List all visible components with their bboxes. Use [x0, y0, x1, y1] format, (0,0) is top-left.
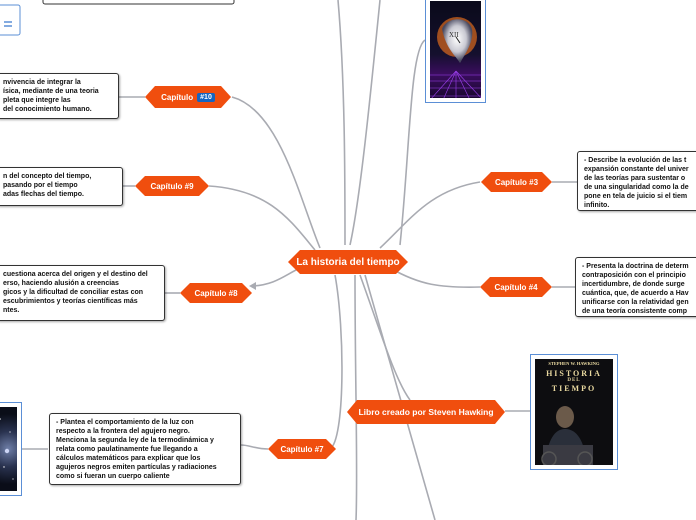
chapter-10-note: nvivencia de integrar la ísica, mediante…: [0, 73, 119, 119]
chapter-9-node[interactable]: Capítulo #9: [135, 176, 209, 196]
chapter-8-label: Capítulo #8: [194, 288, 238, 298]
chapter-7-note: - Plantea el comportamiento de la luz co…: [49, 413, 241, 485]
chapter-7-label: Capítulo #7: [280, 444, 324, 454]
chapter-3-node[interactable]: Capítulo #3: [481, 172, 552, 192]
book-cover-title-2: DEL: [567, 378, 581, 383]
book-cover-title-1: HISTORIA: [546, 369, 602, 378]
book-cover-image: STEPHEN W. HAWKING HISTORIA DEL TIEMPO: [530, 354, 618, 470]
chapter-9-note: n del concepto del tiempo, pasando por e…: [0, 167, 123, 206]
central-topic[interactable]: La historia del tiempo: [288, 250, 408, 274]
book-cover-author: STEPHEN W. HAWKING: [548, 361, 600, 366]
clock-art: XII: [430, 17, 481, 98]
galaxy-image: [0, 402, 22, 496]
book-node-label: Libro creado por Steven Hawking: [358, 407, 494, 417]
central-topic-label: La historia del tiempo: [296, 256, 400, 268]
book-node[interactable]: Libro creado por Steven Hawking: [347, 400, 505, 424]
chapter-7-node[interactable]: Capítulo #7: [268, 439, 336, 459]
chapter-4-note: - Presenta la doctrina de determ contrap…: [575, 257, 696, 317]
chapter-3-note: - Describe la evolución de las t expansi…: [577, 151, 696, 211]
chapter-10-label: Capítulo: [161, 92, 194, 102]
book-cover-title-3: TIEMPO: [551, 384, 597, 393]
chapter-10-node[interactable]: Capítulo #10: [145, 86, 231, 108]
chapter-8-node[interactable]: Capítulo #8: [180, 283, 252, 303]
galaxy-stars: [0, 418, 14, 480]
chapter-4-node[interactable]: Capítulo #4: [480, 277, 552, 297]
chapter-10-badge: #10: [197, 93, 215, 102]
melting-clock-image: XII: [425, 0, 486, 103]
portrait-art: [541, 406, 593, 465]
chapter-4-label: Capítulo #4: [494, 282, 538, 292]
svg-text:XII: XII: [449, 31, 459, 39]
chapter-9-label: Capítulo #9: [150, 181, 194, 191]
chapter-8-note: cuestiona acerca del origen y el destino…: [0, 265, 165, 321]
chapter-3-label: Capítulo #3: [494, 177, 539, 187]
